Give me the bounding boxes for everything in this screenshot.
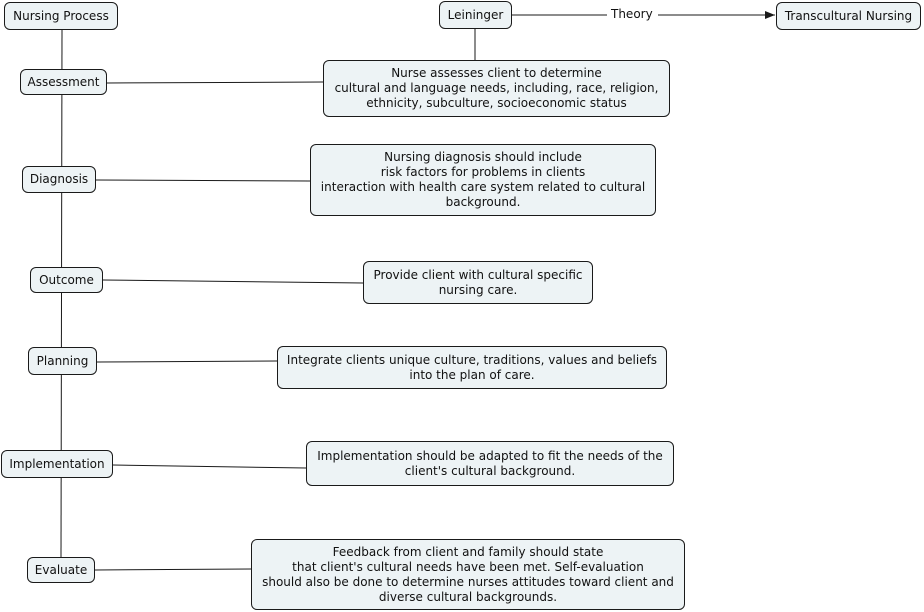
planning-link-line [96, 360, 278, 363]
assessment-link-line [106, 81, 324, 84]
diagnosis-link-line [95, 179, 311, 182]
assessment-node[interactable]: Assessment [20, 69, 107, 95]
transcultural-nursing-node[interactable]: Transcultural Nursing [776, 2, 921, 30]
implementation-detail-node[interactable]: Implementation should be adapted to fit … [306, 441, 674, 486]
diagnosis-detail-node[interactable]: Nursing diagnosis should include risk fa… [310, 144, 656, 216]
evaluate-detail-node[interactable]: Feedback from client and family should s… [251, 539, 685, 610]
outcome-detail-node[interactable]: Provide client with cultural specific nu… [363, 261, 593, 304]
outcome-node[interactable]: Outcome [30, 267, 103, 293]
theory-link-label: Theory [607, 7, 657, 21]
outcome-link-line [102, 279, 364, 284]
leininger-node[interactable]: Leininger [439, 1, 512, 29]
implementation-node[interactable]: Implementation [1, 450, 113, 478]
implementation-link-line [112, 464, 307, 469]
nursing-process-node[interactable]: Nursing Process [4, 2, 118, 30]
planning-detail-node[interactable]: Integrate clients unique culture, tradit… [277, 346, 667, 389]
evaluate-node[interactable]: Evaluate [27, 557, 95, 583]
evaluate-link-line [94, 568, 252, 571]
diagnosis-node[interactable]: Diagnosis [22, 166, 96, 193]
planning-node[interactable]: Planning [28, 347, 97, 375]
assessment-detail-node[interactable]: Nurse assesses client to determine cultu… [323, 60, 670, 117]
